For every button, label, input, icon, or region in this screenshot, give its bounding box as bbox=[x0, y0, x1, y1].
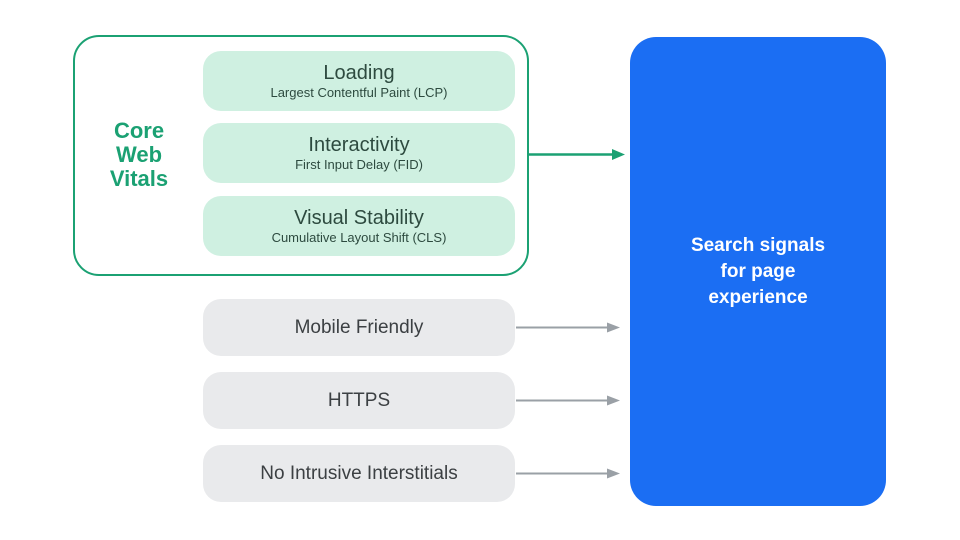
signal-label-mobile-friendly: Mobile Friendly bbox=[294, 316, 424, 338]
vital-subtitle-lcp: Largest Contentful Paint (LCP) bbox=[270, 85, 448, 100]
no-intrusive-interstitials-arrow-icon bbox=[516, 468, 620, 479]
core-web-vitals-arrow-icon bbox=[529, 149, 625, 160]
search-signals-label: Search signals for page experience bbox=[690, 234, 826, 308]
vital-card-visual-stability: Visual Stability Cumulative Layout Shift… bbox=[203, 196, 515, 256]
vital-card-interactivity: Interactivity First Input Delay (FID) bbox=[203, 123, 515, 183]
core-web-vitals-label: Core Web Vitals bbox=[109, 118, 169, 191]
vital-card-loading: Loading Largest Contentful Paint (LCP) bbox=[203, 51, 515, 111]
signal-card-https: HTTPS bbox=[203, 372, 515, 429]
vital-title-loading: Loading bbox=[323, 62, 395, 84]
https-arrow-icon bbox=[516, 395, 620, 406]
vital-subtitle-cls: Cumulative Layout Shift (CLS) bbox=[271, 230, 447, 245]
vital-title-interactivity: Interactivity bbox=[308, 134, 410, 156]
mobile-friendly-arrow-icon bbox=[516, 322, 620, 333]
signal-card-mobile-friendly: Mobile Friendly bbox=[203, 299, 515, 356]
vital-subtitle-fid: First Input Delay (FID) bbox=[295, 157, 423, 172]
vital-title-visual-stability: Visual Stability bbox=[294, 207, 424, 229]
signal-label-no-intrusive-interstitials: No Intrusive Interstitials bbox=[260, 462, 458, 484]
signal-label-https: HTTPS bbox=[327, 389, 391, 411]
search-signals-result-box: Search signals for page experience bbox=[630, 37, 886, 506]
signal-card-no-intrusive-interstitials: No Intrusive Interstitials bbox=[203, 445, 515, 502]
